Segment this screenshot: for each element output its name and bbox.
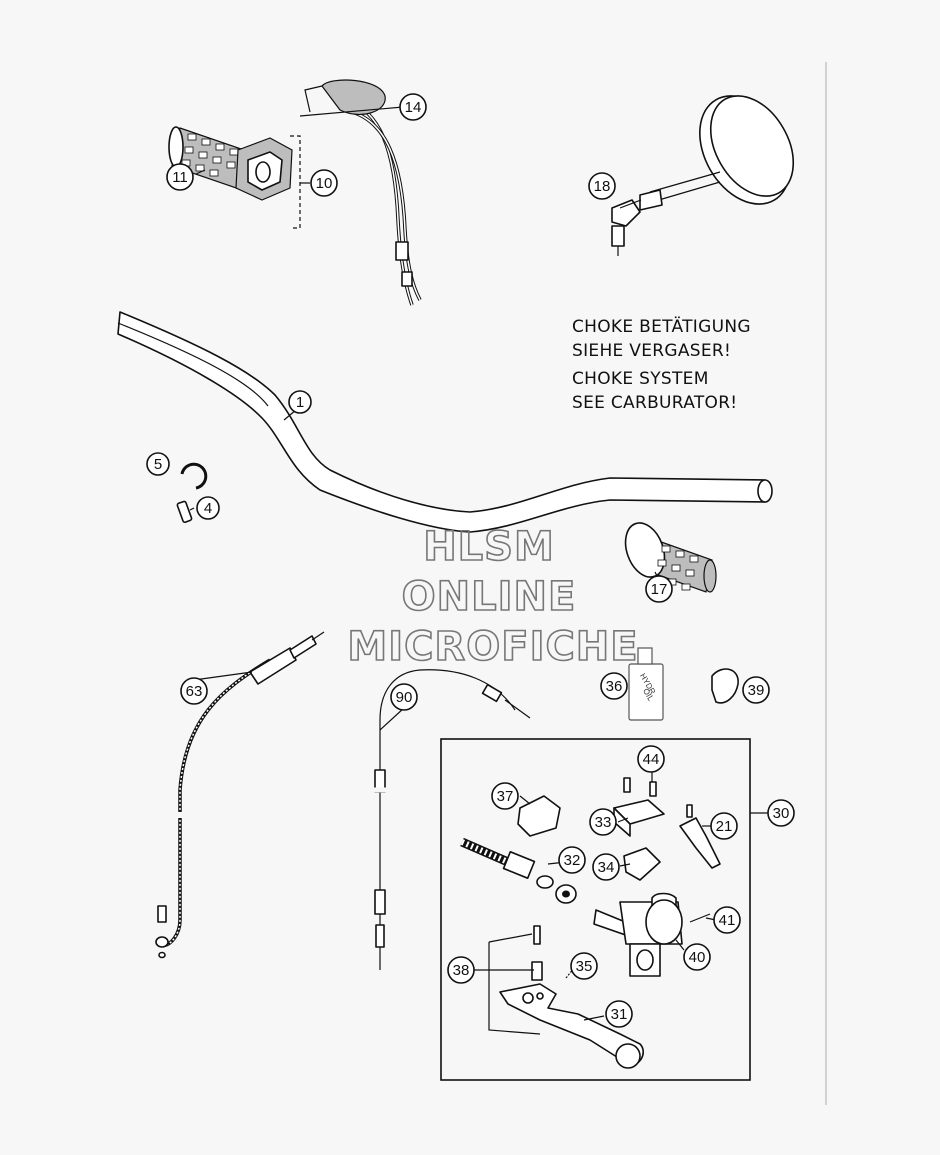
callout-18: 18 [588, 172, 616, 200]
callout-label: 18 [594, 178, 611, 195]
callout-41: 41 [713, 906, 741, 934]
callout-label: 21 [716, 818, 733, 835]
callout-label: 63 [186, 683, 203, 700]
callout-63: 63 [180, 677, 208, 705]
callout-35: 35 [570, 952, 598, 980]
note-line-4: SEE CARBURATOR! [572, 393, 737, 413]
callout-11: 11 [166, 163, 194, 191]
watermark: HLSM ONLINE MICROFICHE [347, 523, 639, 671]
callout-label: 34 [598, 859, 615, 876]
watermark-line-3: MICROFICHE [347, 624, 638, 670]
callout-label: 36 [606, 678, 623, 695]
callout-31: 31 [605, 1000, 633, 1028]
leader-lines [183, 106, 717, 1021]
callout-5: 5 [146, 452, 170, 476]
callout-label: 37 [497, 788, 514, 805]
callout-37: 37 [491, 782, 519, 810]
callout-label: 41 [719, 912, 736, 929]
callout-32: 32 [558, 846, 586, 874]
mirror [611, 95, 795, 256]
callout-label: 17 [651, 581, 668, 598]
callout-1: 1 [288, 390, 312, 414]
brake-assembly-box [440, 738, 751, 1081]
clamp-39 [711, 668, 739, 704]
choke-note: CHOKE BETÄTIGUNG SIEHE VERGASER! CHOKE S… [572, 316, 751, 413]
throttle-grip [168, 126, 251, 191]
handlebar [117, 311, 773, 533]
callout-39: 39 [742, 676, 770, 704]
callout-label: 5 [154, 456, 162, 473]
throttle-cable [304, 79, 422, 306]
callout-90: 90 [390, 683, 418, 711]
throttle-housing [235, 135, 310, 229]
callout-label: 35 [576, 958, 593, 975]
callout-label: 39 [748, 682, 765, 699]
hydraulic-oil-bottle: HYDR. OIL [628, 647, 664, 721]
callout-label: 11 [172, 169, 188, 186]
callout-label: 90 [396, 689, 413, 706]
callout-label: 10 [316, 175, 333, 192]
callout-label: 40 [689, 949, 706, 966]
callout-label: 1 [296, 394, 304, 411]
callout-34: 34 [592, 853, 620, 881]
note-line-1: CHOKE BETÄTIGUNG [572, 316, 751, 337]
callout-label: 44 [643, 751, 660, 768]
callout-36: 36 [600, 672, 628, 700]
callouts: 1 4 5 10 11 14 17 18 21 30 31 32 33 34 3… [146, 93, 795, 1028]
left-grip [624, 522, 717, 593]
watermark-line-2: ONLINE [402, 574, 577, 620]
piston-spring [460, 837, 577, 904]
callout-14: 14 [399, 93, 427, 121]
cable-63 [155, 631, 325, 959]
callout-44: 44 [637, 745, 665, 773]
callout-label: 38 [453, 962, 470, 979]
callout-label: 32 [564, 852, 581, 869]
brake-assembly-parts [460, 777, 721, 1069]
callout-label: 33 [595, 814, 612, 831]
note-line-2: SIEHE VERGASER! [572, 341, 731, 361]
callout-40: 40 [683, 943, 711, 971]
callout-4: 4 [196, 496, 220, 520]
note-line-3: CHOKE SYSTEM [572, 369, 709, 389]
pin [176, 500, 193, 524]
callout-label: 14 [405, 99, 422, 116]
watermark-line-1: HLSM [423, 524, 555, 570]
callout-30: 30 [767, 799, 795, 827]
callout-label: 30 [773, 805, 790, 822]
callout-17: 17 [645, 575, 673, 603]
callout-33: 33 [589, 808, 617, 836]
callout-label: 4 [204, 500, 212, 517]
callout-label: 31 [611, 1006, 628, 1023]
callout-21: 21 [710, 812, 738, 840]
callout-10: 10 [310, 169, 338, 197]
callout-38: 38 [447, 956, 475, 984]
cable-90 [360, 669, 531, 970]
